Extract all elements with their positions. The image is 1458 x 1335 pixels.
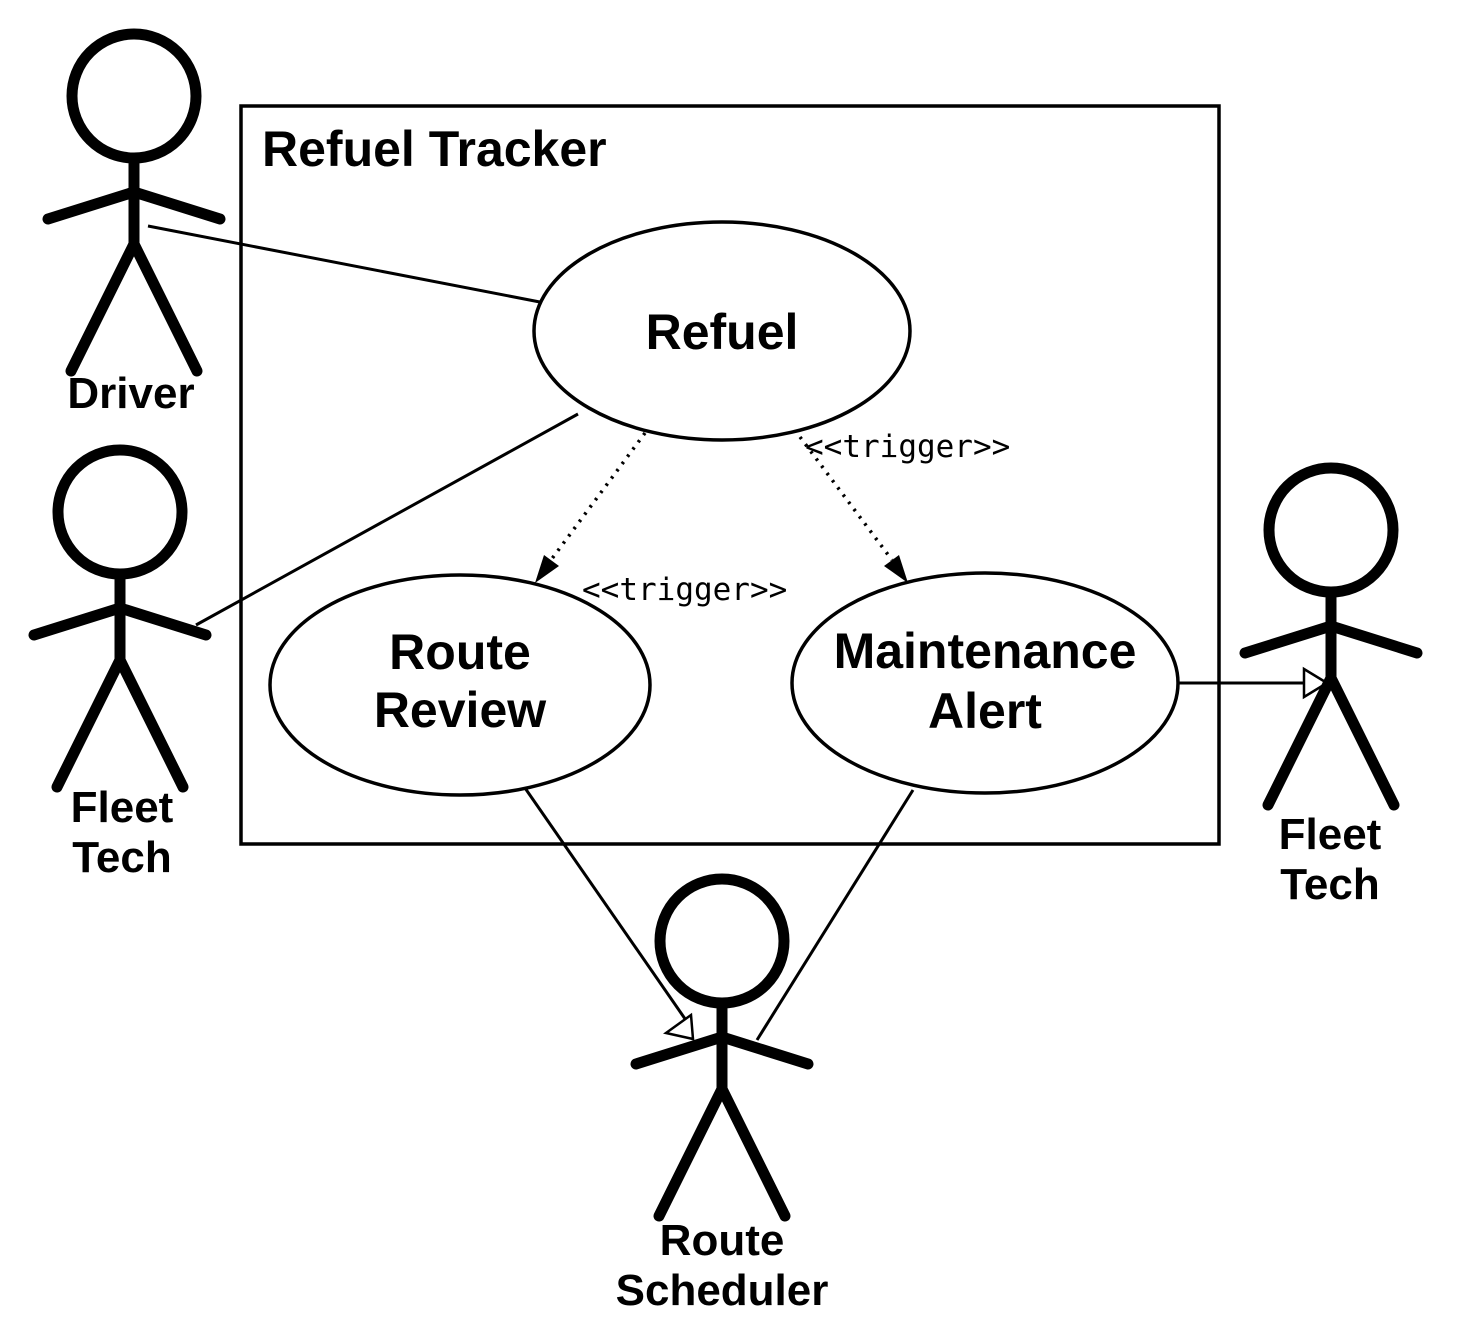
- trigger-stereotype-label: <<trigger>>: [582, 572, 787, 608]
- use-case-route-review: Route Review: [268, 573, 652, 797]
- solid-arrowhead-icon: [535, 555, 559, 583]
- use-case-ellipse: [790, 571, 1180, 795]
- trigger-stereotype-label: <<trigger>>: [805, 429, 1010, 465]
- actor-label: Tech: [1280, 860, 1379, 909]
- actor-driver: Driver: [48, 34, 220, 418]
- association-fleet-tech-left-refuel: [195, 412, 579, 627]
- association-maintenance-alert-route-scheduler: [755, 789, 915, 1041]
- open-arrowhead-icon: [663, 1012, 695, 1041]
- actor-icon: [34, 450, 206, 787]
- use-case-label: Refuel: [646, 304, 799, 360]
- actor-label: Driver: [67, 369, 194, 418]
- use-case-maintenance-alert: Maintenance Alert: [790, 571, 1180, 795]
- system-title: Refuel Tracker: [262, 121, 607, 177]
- actor-icon: [636, 879, 808, 1216]
- solid-arrowhead-icon: [884, 555, 908, 583]
- trigger-arrow-refuel-route-review: [549, 431, 647, 562]
- actor-icon: [1245, 468, 1417, 805]
- actor-label: Route: [660, 1216, 785, 1265]
- use-case-label: Route: [389, 624, 531, 680]
- use-case-refuel: Refuel: [532, 220, 912, 442]
- arrow-route-review-route-scheduler: [523, 787, 692, 1027]
- use-case-ellipse: [268, 573, 652, 797]
- actor-icon: [48, 34, 220, 371]
- open-arrowhead-icon: [1302, 666, 1330, 700]
- system-boundary: [239, 104, 1221, 846]
- use-case-label: Alert: [928, 683, 1042, 739]
- trigger-arrow-refuel-maintenance-alert: [798, 435, 894, 562]
- actor-label: Scheduler: [616, 1266, 829, 1315]
- actor-label: Tech: [72, 833, 171, 882]
- actor-route-scheduler: Route Scheduler: [616, 879, 829, 1315]
- actor-label: Fleet: [1279, 810, 1382, 859]
- actor-fleet-tech-left: Fleet Tech: [34, 450, 206, 882]
- actor-label: Fleet: [71, 783, 174, 832]
- actor-fleet-tech-right: Fleet Tech: [1245, 468, 1417, 909]
- association-driver-refuel: [147, 224, 546, 305]
- use-case-ellipse: [532, 220, 912, 442]
- use-case-label: Maintenance: [834, 623, 1137, 679]
- use-case-label: Review: [374, 682, 546, 738]
